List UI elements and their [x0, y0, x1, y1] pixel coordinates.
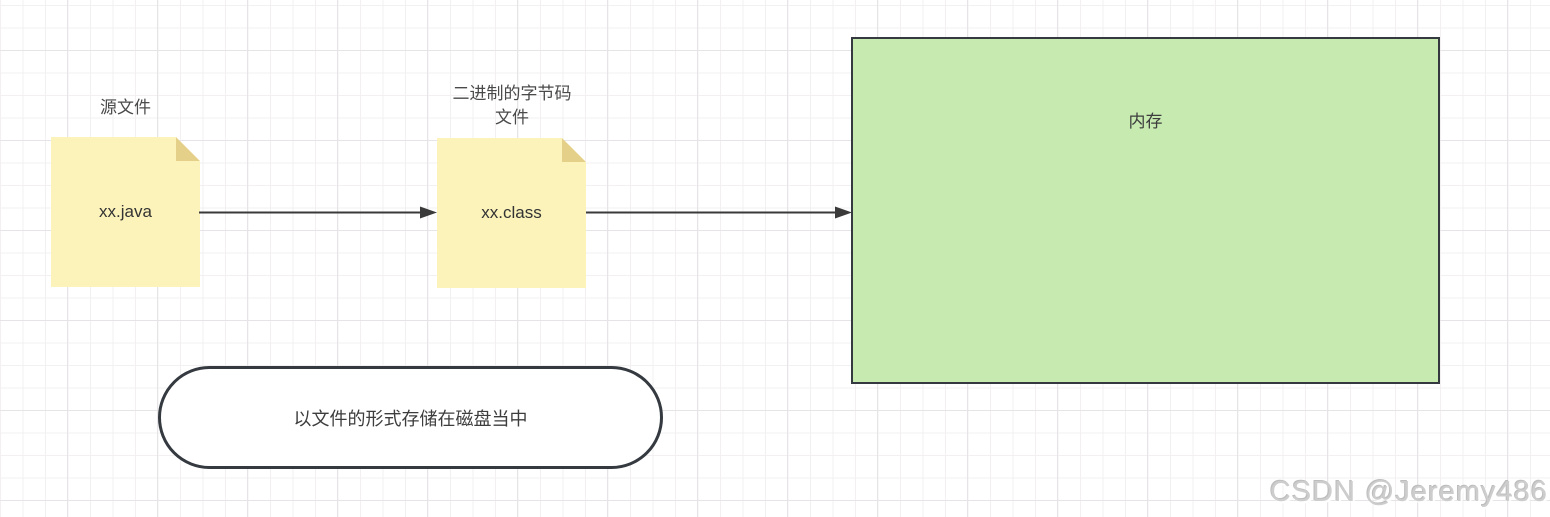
arrowhead-icon [420, 206, 437, 219]
memory-box: 内存 [851, 37, 1440, 384]
watermark: CSDN @Jeremy486 [1269, 476, 1548, 508]
bytecode-file-note: xx.class [437, 138, 586, 288]
bytecode-note-title-line1: 二进制的字节码 [452, 84, 572, 103]
folded-corner-icon [562, 138, 586, 162]
disk-storage-callout-text: 以文件的形式存储在磁盘当中 [293, 408, 528, 429]
source-note-title: 源文件 [100, 98, 151, 117]
bytecode-note-title: 二进制的字节码 文件 [412, 82, 612, 130]
arrowhead-icon [835, 206, 852, 219]
bytecode-note-title-line2: 文件 [495, 108, 529, 127]
folded-corner-icon [176, 137, 200, 161]
source-file-note: xx.java [51, 137, 200, 287]
memory-box-label: 内存 [1128, 112, 1163, 131]
source-file-name: xx.java [99, 202, 152, 221]
arrow-class-to-memory [586, 206, 852, 219]
arrow-java-to-class [199, 206, 437, 219]
bytecode-file-name: xx.class [481, 203, 542, 222]
disk-storage-callout: 以文件的形式存储在磁盘当中 [158, 366, 663, 469]
